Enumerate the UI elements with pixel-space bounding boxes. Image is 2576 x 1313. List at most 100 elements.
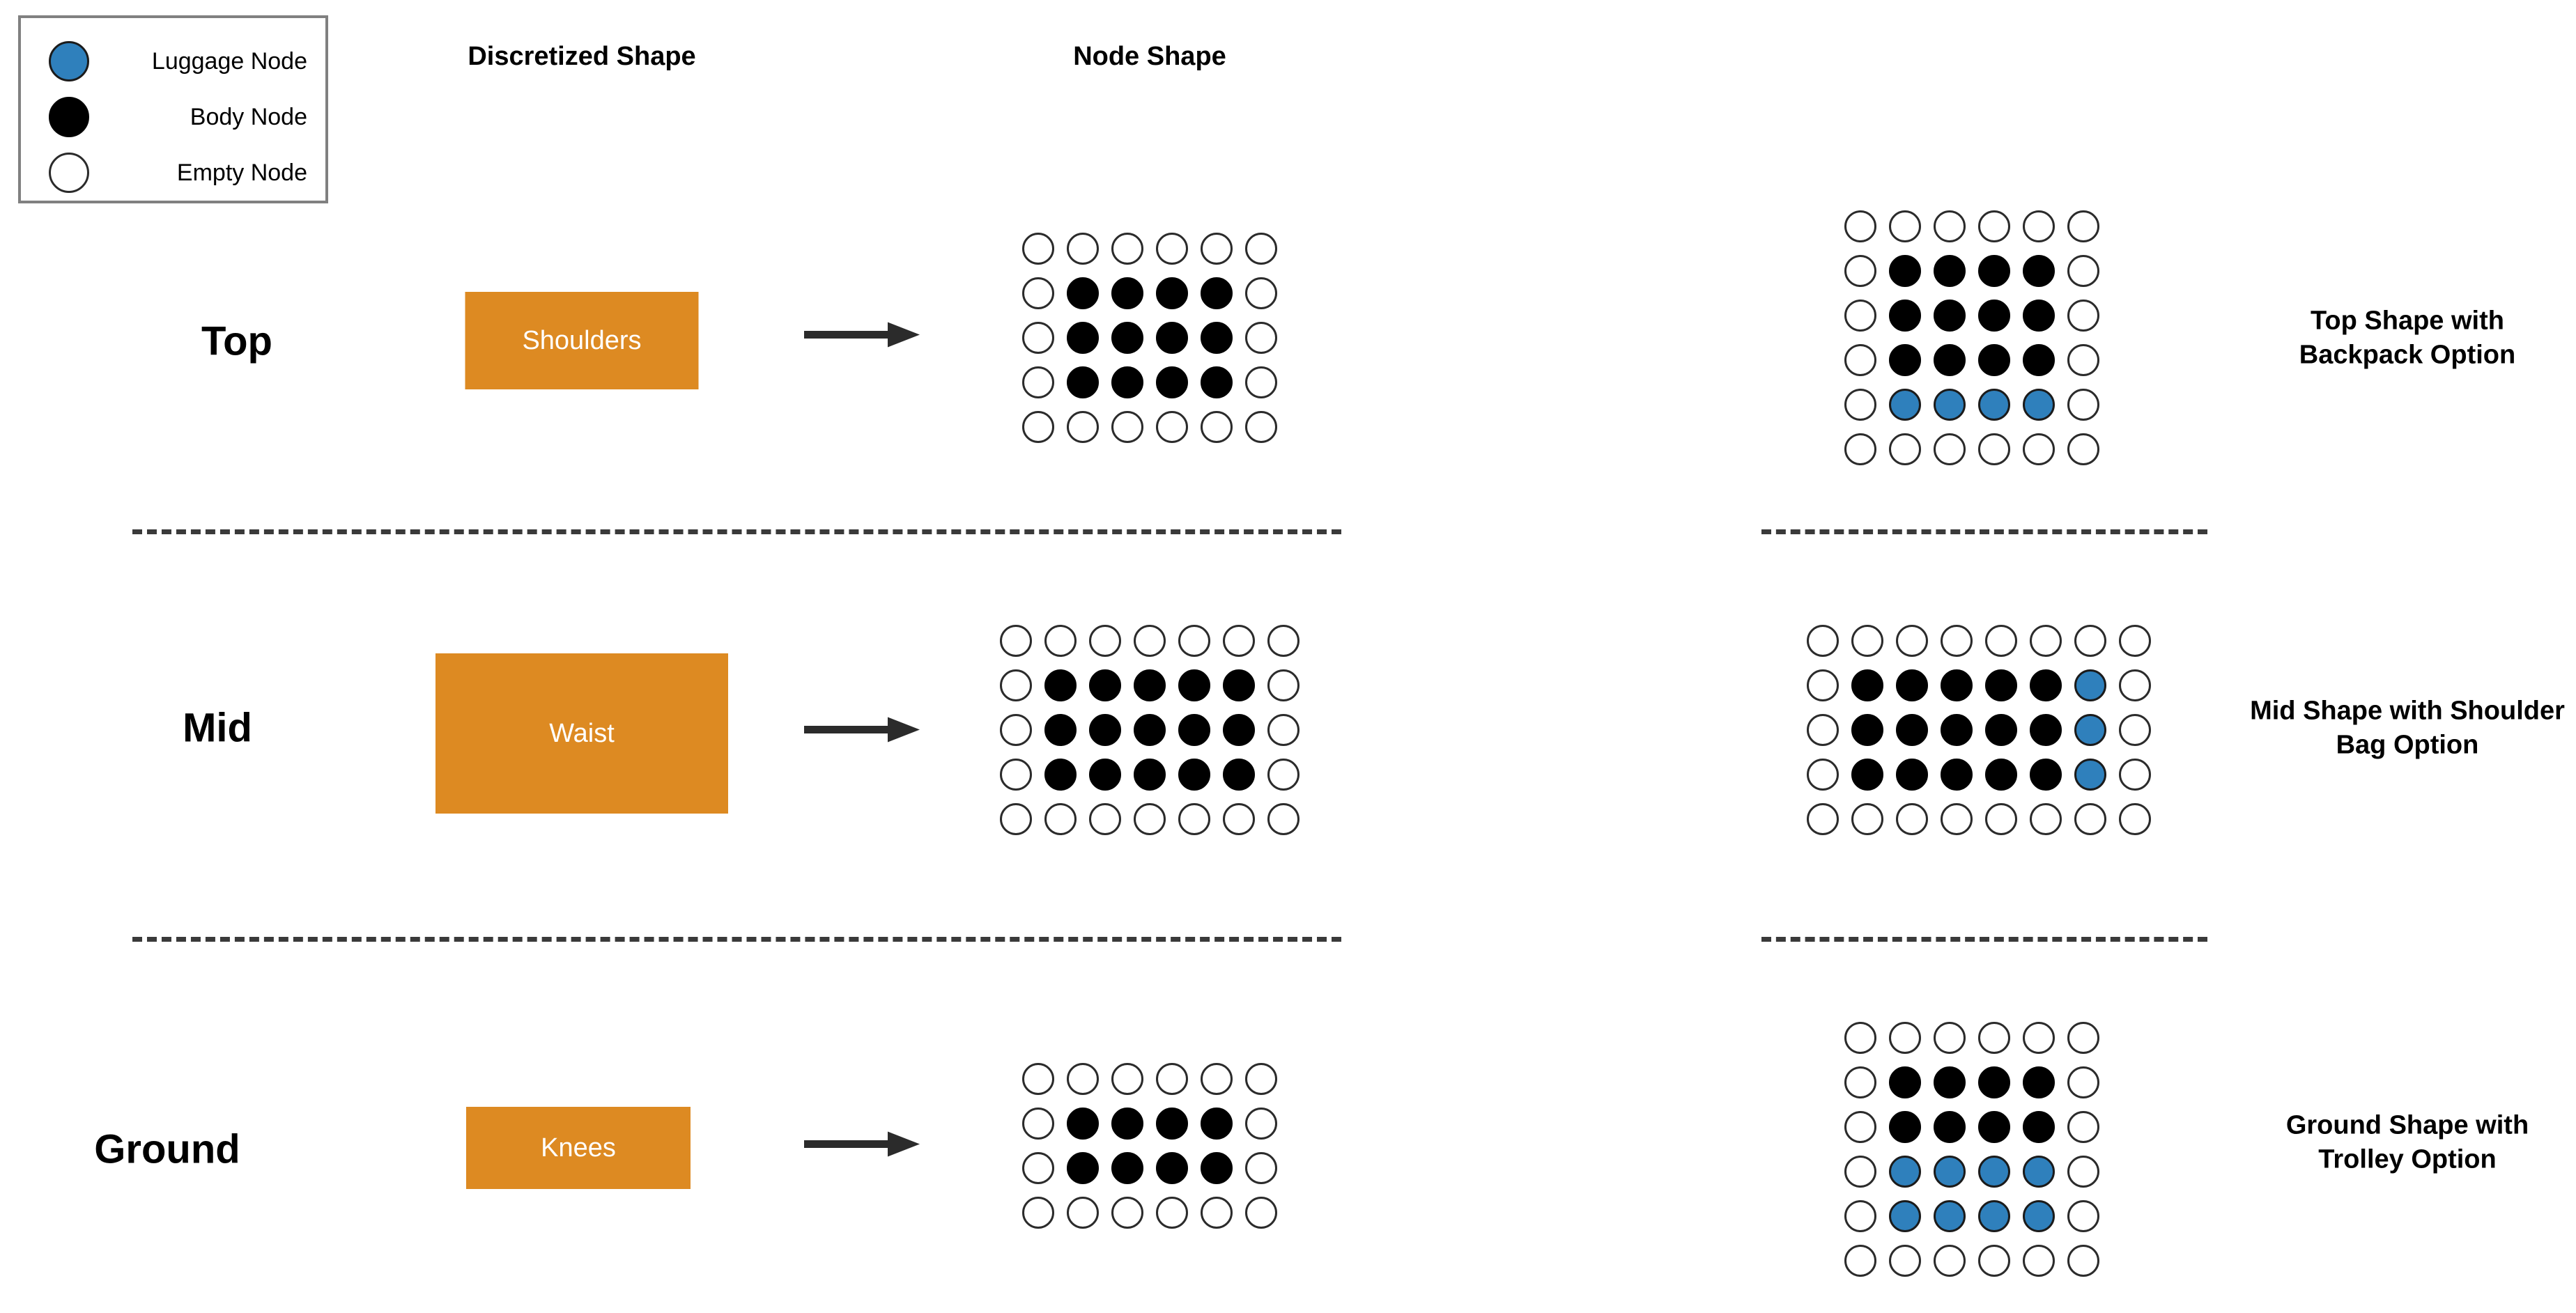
empty-node	[1134, 803, 1166, 835]
separator-mid-ground-left	[132, 937, 1341, 942]
body-node	[1851, 759, 1883, 791]
empty-node	[1201, 1063, 1233, 1095]
empty-node	[2030, 803, 2062, 835]
empty-node	[1889, 433, 1921, 465]
empty-node	[1223, 625, 1255, 657]
body-node	[1978, 255, 2010, 287]
empty-node	[1178, 625, 1210, 657]
row-label-top: Top	[201, 318, 272, 364]
empty-node	[1022, 277, 1054, 309]
empty-node	[1844, 1022, 1876, 1054]
body-node	[1985, 669, 2017, 701]
empty-node	[1044, 803, 1077, 835]
shape-box-knees: Knees	[466, 1107, 691, 1189]
row-label-mid: Mid	[183, 705, 252, 751]
body-node	[1934, 1066, 1966, 1098]
empty-node	[1067, 1197, 1099, 1229]
node-grid-ground	[1022, 1063, 1277, 1229]
legend-label-empty: Empty Node	[176, 159, 307, 186]
luggage-node	[1889, 389, 1921, 421]
empty-node	[2067, 300, 2099, 332]
empty-node	[2067, 344, 2099, 376]
luggage-node	[2074, 669, 2106, 701]
empty-node	[1245, 1108, 1277, 1140]
empty-node	[1111, 411, 1143, 443]
empty-node	[2067, 1156, 2099, 1188]
body-node	[1201, 366, 1233, 398]
empty-node	[1022, 1063, 1054, 1095]
empty-node	[1000, 714, 1032, 746]
empty-node	[1844, 1111, 1876, 1143]
separator-top-mid-right	[1761, 529, 2207, 534]
body-node	[1156, 1108, 1188, 1140]
body-node	[1896, 714, 1928, 746]
body-node	[1896, 759, 1928, 791]
body-node	[1889, 255, 1921, 287]
empty-node	[1978, 1245, 2010, 1277]
body-node	[1978, 344, 2010, 376]
empty-node	[1844, 1245, 1876, 1277]
empty-node	[1267, 669, 1299, 701]
body-node	[1201, 322, 1233, 354]
empty-node	[1245, 322, 1277, 354]
right-arrow-icon-ground	[803, 1127, 921, 1165]
body-node	[1134, 714, 1166, 746]
luggage-node	[1934, 1200, 1966, 1232]
empty-node	[1178, 803, 1210, 835]
body-node	[1896, 669, 1928, 701]
body-node	[1089, 669, 1121, 701]
empty-node	[2067, 1245, 2099, 1277]
body-node	[2023, 344, 2055, 376]
body-node	[1941, 714, 1973, 746]
node-grid-top	[1022, 233, 1277, 443]
empty-node	[1934, 433, 1966, 465]
body-node	[1985, 714, 2017, 746]
empty-node	[1000, 669, 1032, 701]
luggage-node	[2074, 759, 2106, 791]
body-node	[1889, 1111, 1921, 1143]
empty-node	[1934, 210, 1966, 242]
separator-top-mid-left	[132, 529, 1341, 534]
empty-node	[2119, 625, 2151, 657]
row-label-ground: Ground	[94, 1126, 240, 1172]
empty-node	[1111, 233, 1143, 265]
empty-node	[1844, 210, 1876, 242]
luggage-node	[2023, 1156, 2055, 1188]
body-node	[2023, 300, 2055, 332]
empty-node	[1245, 1063, 1277, 1095]
empty-node	[2067, 1022, 2099, 1054]
body-node	[1889, 344, 1921, 376]
body-node	[2030, 759, 2062, 791]
right-arrow-icon-top	[803, 318, 921, 356]
body-node	[1934, 1111, 1966, 1143]
empty-node	[1022, 233, 1054, 265]
empty-node	[1267, 714, 1299, 746]
empty-node	[1844, 1200, 1876, 1232]
empty-node	[1889, 210, 1921, 242]
legend-item-luggage: Luggage Node	[21, 35, 325, 88]
body-node	[1223, 669, 1255, 701]
empty-node	[1201, 1197, 1233, 1229]
body-node	[1851, 714, 1883, 746]
body-node	[1089, 714, 1121, 746]
body-node	[1985, 759, 2017, 791]
empty-node	[1022, 1108, 1054, 1140]
body-node	[1201, 1152, 1233, 1184]
empty-node	[1941, 625, 1973, 657]
body-node	[1156, 277, 1188, 309]
empty-node	[1156, 1063, 1188, 1095]
empty-node	[1111, 1197, 1143, 1229]
empty-node	[2067, 1200, 2099, 1232]
empty-node	[2074, 625, 2106, 657]
empty-node	[1022, 411, 1054, 443]
empty-node	[1245, 411, 1277, 443]
legend-label-body: Body Node	[190, 103, 307, 130]
empty-node	[1978, 1022, 2010, 1054]
body-node	[1067, 1108, 1099, 1140]
shape-box-label-shoulders: Shoulders	[522, 325, 642, 355]
node-type-legend: Luggage Node Body Node Empty Node	[18, 15, 328, 203]
body-node	[1934, 344, 1966, 376]
empty-node	[2119, 714, 2151, 746]
empty-node	[1889, 1245, 1921, 1277]
empty-node	[1245, 1197, 1277, 1229]
